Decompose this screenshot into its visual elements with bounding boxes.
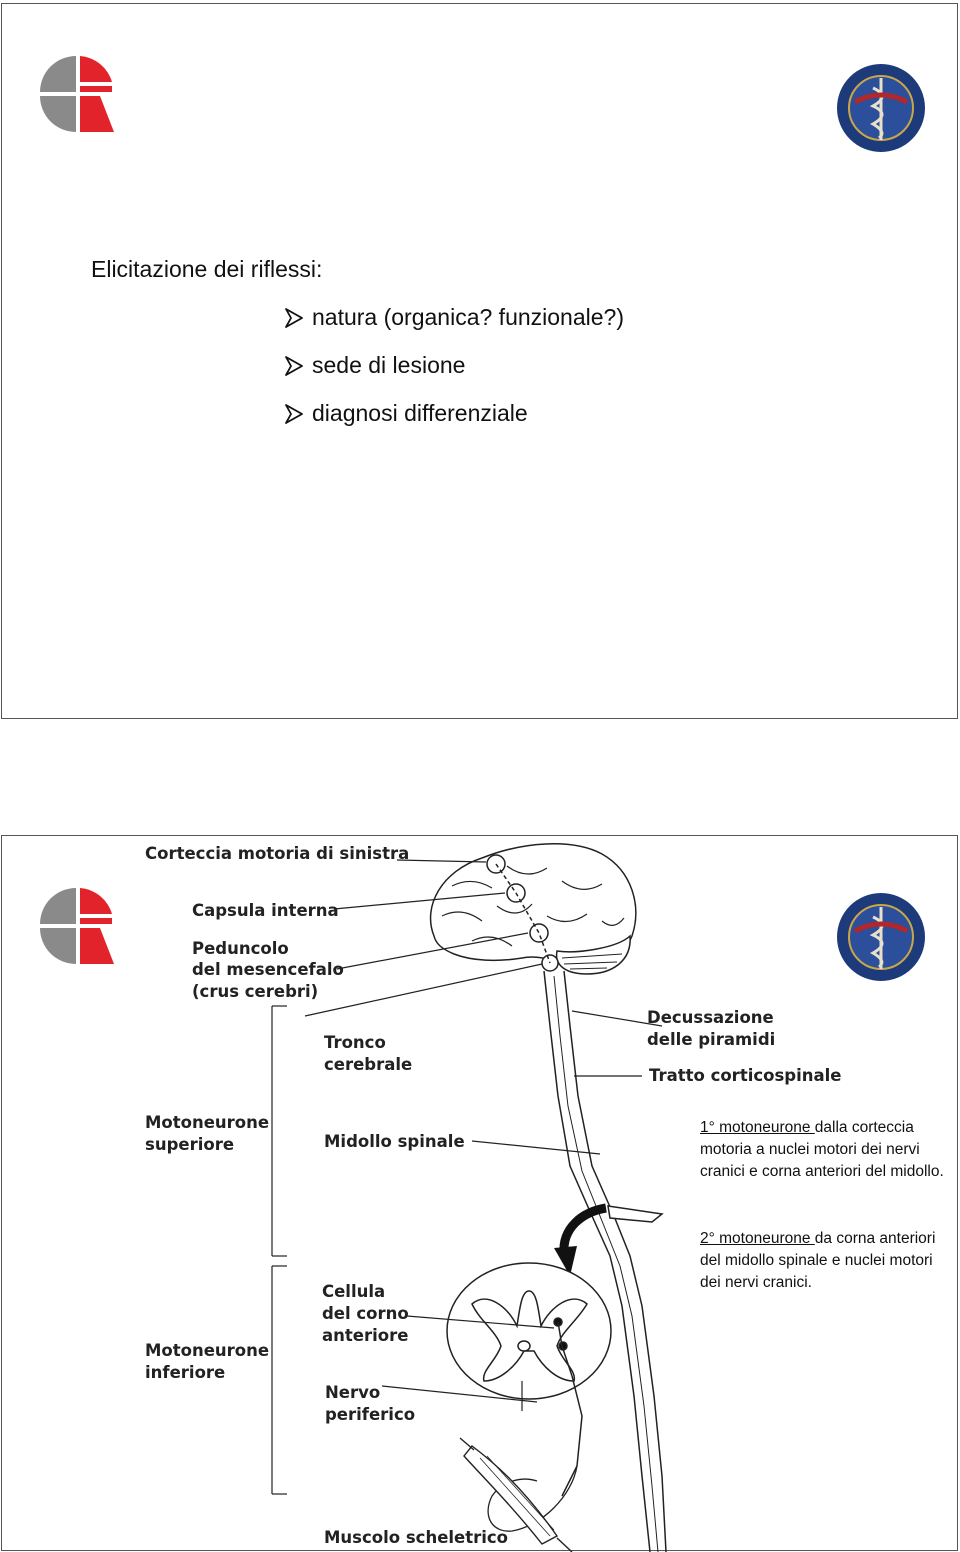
arrow-bullet-icon [285, 308, 303, 328]
slide-title: Elicitazione dei riflessi: [91, 256, 323, 282]
label-motoneurone-inferiore: Motoneurone [145, 1341, 269, 1360]
muscle [459, 1437, 573, 1552]
brain-diagram: Corteccia motoria di sinistra Capsula in… [145, 843, 842, 1552]
label-decussazione: delle piramidi [647, 1030, 775, 1049]
label-tratto: Tratto corticospinale [649, 1066, 842, 1085]
label-nervo: Nervo [325, 1383, 380, 1402]
seal-icon [837, 64, 925, 152]
description-heading: 1° motoneurone [700, 1119, 815, 1136]
label-cellula: Cellula [322, 1282, 385, 1301]
label-muscolo: Muscolo scheletrico [324, 1528, 508, 1547]
spinal-cross-section [446, 1262, 612, 1497]
bullet-item: sede di lesione [284, 352, 624, 400]
curved-arrow [559, 1203, 607, 1255]
arrow-bullet-icon [285, 356, 303, 376]
bullet-list: natura (organica? funzionale?) sede di l… [284, 304, 624, 448]
label-corteccia: Corteccia motoria di sinistra [145, 844, 409, 863]
bullet-text: diagnosi differenziale [312, 400, 528, 426]
bullet-text: natura (organica? funzionale?) [312, 304, 624, 330]
label-peduncolo: del mesencefalo [192, 960, 344, 979]
slide-1: Elicitazione dei riflessi: natura (organ… [1, 3, 958, 719]
label-motoneurone-superiore: Motoneurone [145, 1113, 269, 1132]
brain-illustration [429, 843, 637, 975]
label-tronco: cerebrale [324, 1055, 412, 1074]
label-capsula: Capsula interna [192, 901, 339, 920]
description-text: dalla corteccia motoria a nuclei motori … [700, 1119, 944, 1180]
label-peduncolo: (crus cerebri) [192, 982, 318, 1001]
label-nervo: periferico [325, 1405, 415, 1424]
bullet-item: natura (organica? funzionale?) [284, 304, 624, 352]
description-second-motoneuron: 2° motoneurone da corna anteriori del mi… [700, 1228, 945, 1294]
pointer-lines [271, 859, 663, 1495]
label-motoneurone-superiore: superiore [145, 1135, 234, 1154]
label-cellula: anteriore [322, 1326, 408, 1345]
seal-icon [837, 893, 925, 981]
description-heading: 2° motoneurone [700, 1230, 815, 1247]
logo-left-icon [40, 56, 114, 132]
label-decussazione: Decussazione [647, 1008, 774, 1027]
label-cellula: del corno [322, 1304, 409, 1323]
slide-2: Corteccia motoria di sinistra Capsula in… [1, 835, 958, 1552]
description-first-motoneuron: 1° motoneurone dalla corteccia motoria a… [700, 1117, 945, 1183]
label-motoneurone-inferiore: inferiore [145, 1363, 225, 1382]
label-tronco: Tronco [324, 1033, 386, 1052]
bullet-item: diagnosi differenziale [284, 400, 624, 448]
label-peduncolo: Peduncolo [192, 939, 289, 958]
bullet-text: sede di lesione [312, 352, 466, 378]
arrow-bullet-icon [285, 404, 303, 424]
description-text: da corna anteriori del midollo spinale e… [700, 1230, 936, 1291]
label-midollo: Midollo spinale [324, 1132, 465, 1151]
logo-left-icon [40, 888, 114, 964]
spinal-cord [543, 970, 667, 1552]
